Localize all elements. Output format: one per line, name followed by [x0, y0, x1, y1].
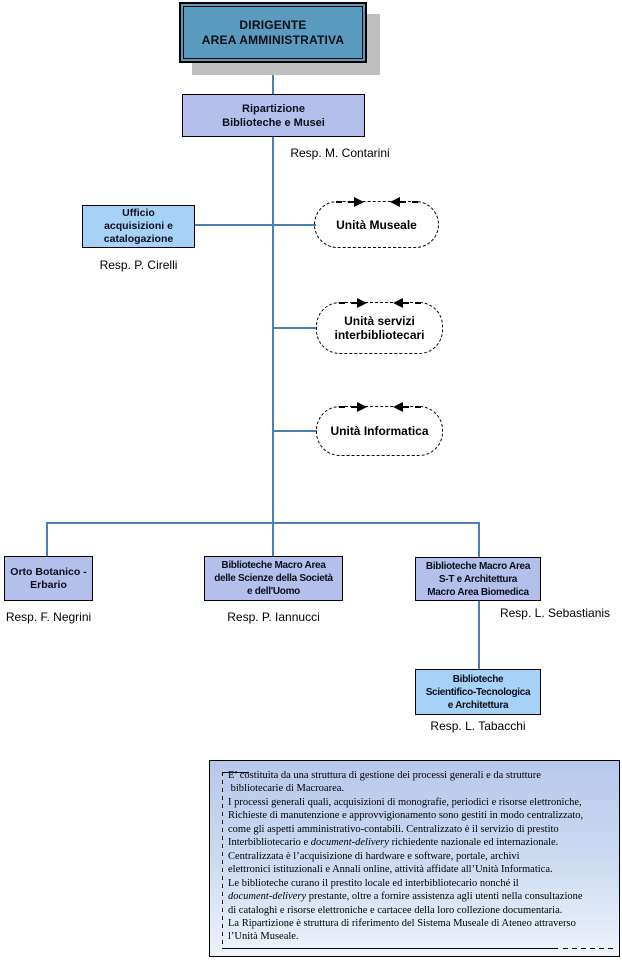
- arrow-left-icon: [392, 402, 403, 412]
- arrow-dash: [402, 406, 421, 408]
- resp-sebastianis-label: Resp. L. Sebastianis: [499, 606, 611, 620]
- dirigente-box: DIRIGENTE AREA AMMINISTRATIVA: [179, 2, 367, 63]
- dirigente-inner-border: [183, 6, 363, 59]
- description-text: E’ costituita da una struttura di gestio…: [228, 770, 584, 943]
- arrow-right-icon: [353, 197, 364, 207]
- arrow-right-icon: [356, 402, 367, 412]
- ufficio-label: Ufficio acquisizioni e catalogazione: [103, 207, 174, 245]
- connector-unita-informatica: [273, 430, 317, 432]
- biblioteche-ssu-label: Biblioteche Macro Area delle Scienze del…: [214, 560, 333, 597]
- ripartizione-label: Ripartizione Biblioteche e Musei: [222, 102, 325, 129]
- unita-servizi-label: Unità servizi interbibliotecari: [334, 314, 425, 342]
- connector-unita-servizi: [273, 327, 317, 329]
- orto-botanico-box: Orto Botanico - Erbario: [4, 556, 93, 601]
- arrow-left-icon: [389, 197, 400, 207]
- connector-drop-orto: [46, 522, 48, 556]
- arrow-dash: [338, 302, 357, 304]
- flow-arrows: [315, 197, 438, 207]
- arrow-left-icon: [392, 298, 403, 308]
- ripartizione-box: Ripartizione Biblioteche e Musei: [182, 94, 365, 137]
- biblioteche-sta-label: Biblioteche Scientifico-Tecnologica e Ar…: [425, 673, 531, 711]
- panel-left-dashed-line: [222, 772, 223, 949]
- connector-branch: [46, 522, 479, 524]
- connector-ufficio: [195, 224, 273, 226]
- resp-tabacchi-label: Resp. L. Tabacchi: [430, 719, 526, 733]
- orto-botanico-label: Orto Botanico - Erbario: [10, 565, 87, 591]
- connector-st-sta: [478, 601, 480, 669]
- connector-drop-st: [478, 522, 480, 557]
- arrow-dash: [338, 406, 357, 408]
- connector-unita-museale: [273, 224, 316, 226]
- flow-arrows: [317, 298, 442, 308]
- unita-museale-label: Unità Museale: [336, 217, 417, 232]
- biblioteche-st-box: Biblioteche Macro Area S-T e Architettur…: [415, 557, 541, 601]
- resp-negrini-label: Resp. F. Negrini: [5, 610, 92, 624]
- biblioteche-ssu-box: Biblioteche Macro Area delle Scienze del…: [204, 556, 343, 601]
- connector-drop-ssu: [272, 522, 274, 556]
- unita-informatica-node: Unità Informatica: [316, 402, 443, 456]
- arrow-dash: [335, 201, 354, 203]
- unita-informatica-label: Unità Informatica: [330, 424, 429, 438]
- dirigente-label: DIRIGENTE AREA AMMINISTRATIVA: [201, 17, 345, 47]
- unita-servizi-node: Unità servizi interbibliotecari: [316, 298, 443, 354]
- biblioteche-st-label: Biblioteche Macro Area S-T e Architettur…: [425, 560, 531, 598]
- arrow-right-icon: [356, 298, 367, 308]
- panel-bottom-solid-line: [222, 948, 558, 949]
- connector-trunk: [272, 137, 274, 522]
- connector-dirigente-ripartizione: [272, 65, 274, 94]
- panel-bottom-dashed-line: [563, 948, 615, 949]
- arrow-dash: [399, 201, 418, 203]
- ufficio-box: Ufficio acquisizioni e catalogazione: [82, 205, 195, 248]
- arrow-dash: [402, 302, 421, 304]
- panel-top-segment: [222, 772, 249, 773]
- resp-iannucci-label: Resp. P. Iannucci: [227, 610, 320, 624]
- biblioteche-sta-box: Biblioteche Scientifico-Tecnologica e Ar…: [415, 669, 541, 715]
- description-panel: E’ costituita da una struttura di gestio…: [209, 760, 620, 957]
- flow-arrows: [317, 402, 442, 412]
- unita-museale-node: Unità Museale: [314, 197, 439, 248]
- resp-contarini-label: Resp. M. Contarini: [290, 146, 390, 160]
- resp-cirelli-label: Resp. P. Cirelli: [99, 258, 178, 272]
